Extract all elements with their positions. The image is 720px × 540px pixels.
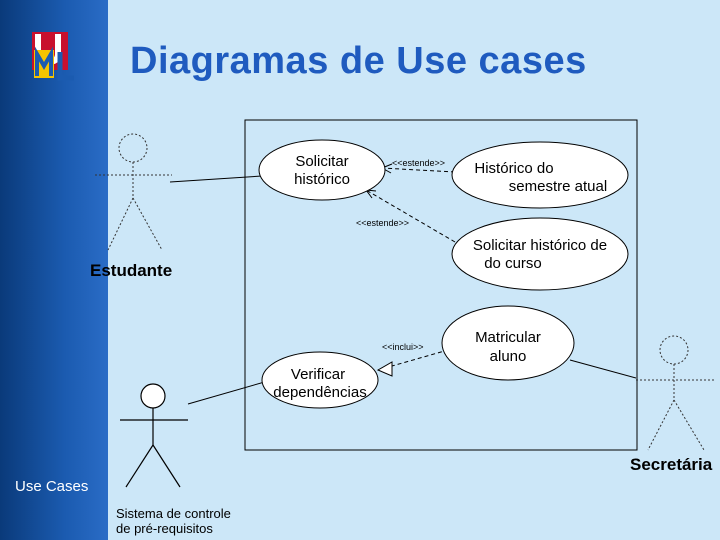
assoc-estudante-solicitar	[169, 175, 263, 183]
assoc-secretaria-matricular	[569, 359, 637, 379]
uc-historico-semestre-line1: Histórico do	[474, 160, 553, 177]
label-inclui: <<inclui>>	[382, 342, 424, 352]
uc-solicitar-historico-line1: Solicitar	[295, 153, 348, 170]
uc-verificar-dependencias: Verificar dependências	[261, 351, 379, 409]
uml-logo-icon	[32, 32, 74, 81]
dep-estende-1	[381, 167, 456, 173]
uc-solicitar-historico: Solicitar histórico	[258, 139, 386, 201]
uc-verificar-dependencias-line2: dependências	[273, 384, 366, 401]
actor-label-estudante: Estudante	[90, 261, 172, 280]
actor-label-secretaria: Secretária	[630, 455, 713, 474]
label-estende-2: <<estende>>	[356, 218, 409, 228]
uc-matricular-aluno: Matricular aluno	[441, 305, 575, 381]
actor-label-sistema-2: de pré-requisitos	[116, 521, 213, 536]
actor-label-sistema-1: Sistema de controle	[116, 506, 231, 521]
uc-historico-semestre: Histórico do semestre atual	[451, 141, 629, 209]
uc-matricular-aluno-line1: Matricular	[475, 329, 541, 346]
uc-solicitar-historico-curso-line1: Solicitar histórico de	[473, 237, 607, 254]
footer-label: Use Cases	[15, 478, 89, 495]
dep-estende-2	[365, 189, 456, 243]
actor-sistema	[120, 383, 188, 488]
uc-solicitar-historico-curso: Solicitar histórico de do curso	[451, 217, 629, 291]
uc-solicitar-historico-line2: histórico	[294, 171, 350, 188]
actor-estudante	[95, 133, 172, 251]
uc-historico-semestre-line2: semestre atual	[509, 178, 607, 195]
assoc-sistema-verificar	[187, 380, 269, 405]
uc-verificar-dependencias-line1: Verificar	[291, 366, 345, 383]
system-boundary	[244, 119, 638, 451]
label-estende-1: <<estende>>	[392, 158, 445, 168]
page-title: Diagramas de Use cases	[130, 40, 587, 82]
uc-solicitar-historico-curso-line2: do curso	[484, 255, 542, 272]
sidebar-band	[0, 0, 108, 540]
uc-matricular-aluno-line2: aluno	[490, 348, 527, 365]
actor-secretaria	[636, 335, 714, 451]
